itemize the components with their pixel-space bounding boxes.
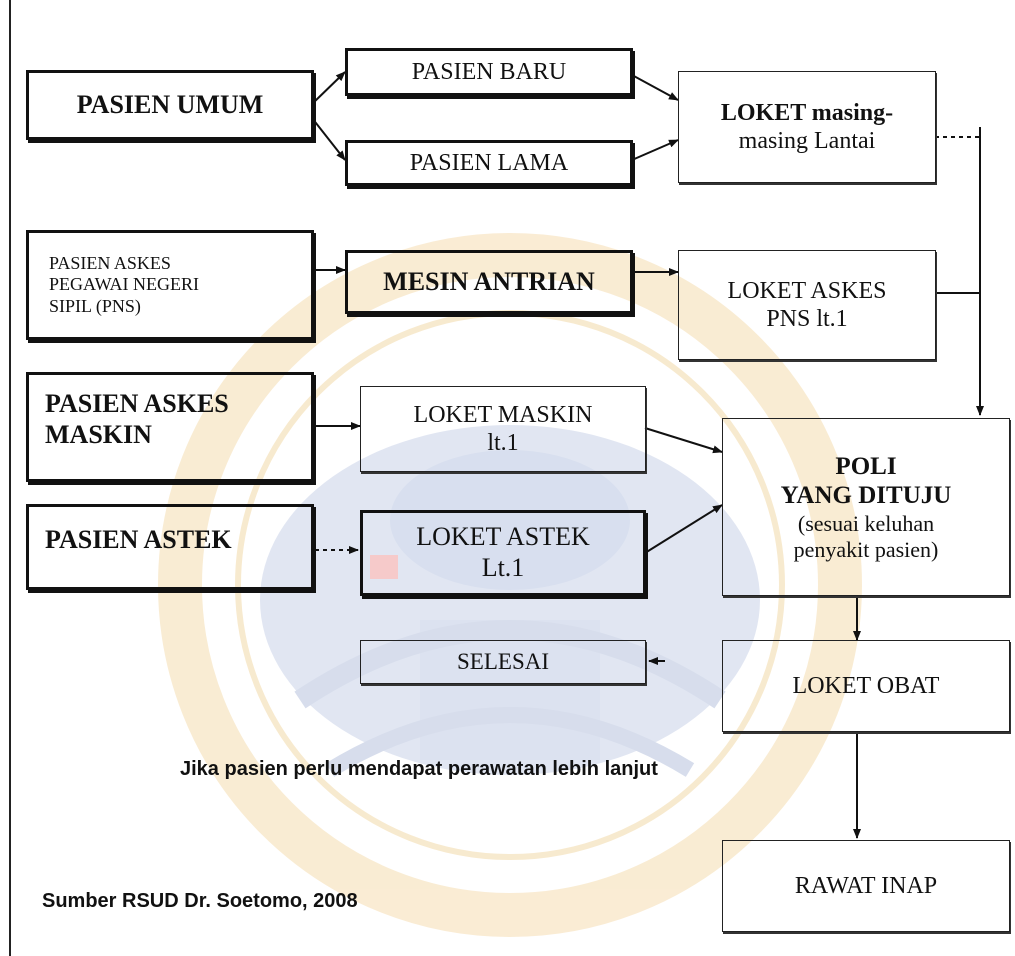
arrow-baru-loket [631,74,679,101]
node-label-line: POLI [835,452,897,480]
node-label-line: penyakit pasien) [793,536,939,562]
node-label: SELESAI [457,649,549,675]
source-caption: Sumber RSUD Dr. Soetomo, 2008 [42,890,358,912]
arrow-lama-loket [631,139,679,161]
node-label-line: Lt.1 [481,553,525,582]
node-label: PASIEN BARU [411,58,567,85]
node-label-line: MASKIN [45,419,152,449]
node-label: RAWAT INAP [794,872,938,899]
node-label-line: (sesuai keluhan [797,510,935,536]
node-label-line: YANG DITUJU [780,482,952,510]
node-label-line: LOKET MASKIN [413,401,593,428]
arrow-umum-lama [311,117,346,161]
node-loket-askes-pns: LOKET ASKES PNS lt.1 [678,250,936,360]
node-pasien-umum: PASIEN UMUM [26,70,314,140]
node-label: PASIEN LAMA [409,149,569,176]
node-pasien-astek: PASIEN ASTEK [26,504,314,590]
node-label: MESIN ANTRIAN [383,266,595,296]
node-pasien-lama: PASIEN LAMA [345,140,633,186]
node-label: PASIEN ASTEK [45,525,232,554]
node-loket-astek: LOKET ASTEK Lt.1 [360,510,646,596]
node-rawat-inap: RAWAT INAP [722,840,1010,932]
node-label-line: PNS lt.1 [766,306,848,332]
node-label-line: LOKET masing- [720,99,894,126]
node-pasien-askes-maskin: PASIEN ASKES MASKIN [26,372,314,482]
node-label: PASIEN UMUM [76,89,264,119]
node-label-line: LOKET ASTEK [416,522,590,552]
arrow-maskin-poli [644,427,723,454]
node-label-line: PEGAWAI NEGERI [49,274,200,295]
node-label-line: SIPIL (PNS) [49,295,141,316]
node-label: LOKET OBAT [792,672,940,699]
node-label-line: PASIEN ASKES [45,389,229,418]
node-pasien-baru: PASIEN BARU [345,48,633,96]
arrow-loketastek-poli [644,504,723,554]
node-selesai: SELESAI [360,640,646,684]
node-label-line: PASIEN ASKES [49,253,171,274]
page-left-rule [9,0,11,956]
transfer-note: Jika pasien perlu mendapat perawatan leb… [180,758,658,780]
node-mesin-antrian: MESIN ANTRIAN [345,250,633,314]
node-poli-yang-dituju: POLI YANG DITUJU (sesuai keluhan penyaki… [722,418,1010,596]
node-label-line: LOKET ASKES [727,277,887,304]
node-label-line: lt.1 [487,430,519,456]
node-label-line: masing Lantai [738,128,876,154]
node-loket-masing-masing: LOKET masing- masing Lantai [678,71,936,183]
node-pasien-askes-pns: PASIEN ASKES PEGAWAI NEGERI SIPIL (PNS) [26,230,314,340]
node-loket-maskin: LOKET MASKIN lt.1 [360,386,646,472]
node-loket-obat: LOKET OBAT [722,640,1010,732]
arrow-umum-baru [311,71,346,105]
